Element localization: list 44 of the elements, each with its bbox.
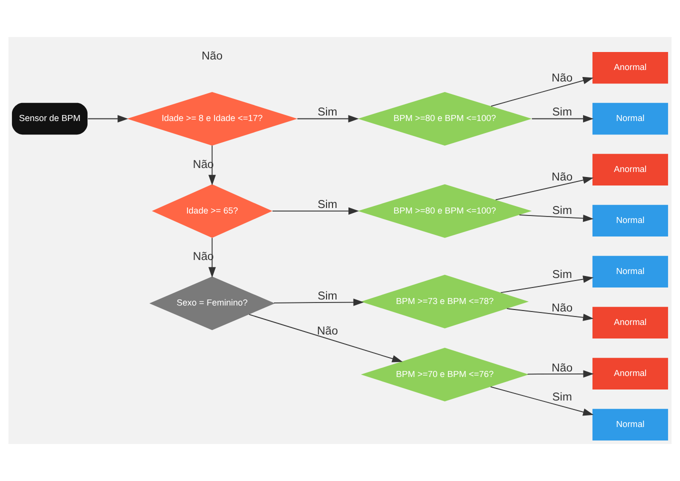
edge-label: Sim (552, 205, 572, 218)
edge-label: Sim (318, 290, 338, 302)
node-box: Anormal (592, 154, 668, 186)
arrow (500, 276, 594, 294)
node-diamond: BPM >=80 e BPM <=100? (358, 184, 532, 238)
node-box: Normal (592, 256, 668, 288)
edge-label: Sim (552, 269, 572, 282)
edge-label: Não (552, 72, 573, 84)
edge-label: Não (552, 172, 573, 184)
arrow (208, 237, 216, 278)
arrow (495, 176, 594, 200)
node-box: Normal (592, 204, 668, 237)
label: Não (202, 50, 223, 62)
arrow (518, 214, 594, 222)
arrow (506, 308, 594, 322)
edge-label: Não (552, 362, 573, 374)
node-box: Anormal (592, 52, 668, 84)
node-diamond: BPM >=70 e BPM <=76? (360, 348, 529, 402)
arrow (527, 370, 594, 378)
node-box: Sensor de BPM (12, 102, 88, 135)
node-box: Normal (592, 102, 668, 135)
arrow (208, 145, 216, 186)
arrow (531, 115, 594, 122)
node-box: Anormal (592, 306, 668, 339)
arrow (490, 77, 594, 107)
node-diamond: Idade >= 65? (152, 184, 272, 238)
arrow (87, 115, 128, 122)
edge-label: Não (317, 325, 338, 338)
arrow (296, 115, 359, 122)
edge-label: Não (552, 302, 573, 315)
node-diamond: Idade >= 8 e Idade <=17? (126, 92, 298, 146)
node-box: Normal (592, 408, 668, 440)
arrow (490, 386, 594, 416)
arrow (248, 314, 403, 362)
node-diamond: BPM >=80 e BPM <=100? (358, 92, 532, 146)
edge-label: Sim (552, 106, 572, 119)
edge-label: Sim (552, 391, 572, 404)
edge-label: Sim (318, 198, 338, 211)
node-box: Anormal (592, 358, 668, 390)
node-diamond: Sexo = Feminino? (149, 276, 275, 330)
edge-label: Sim (318, 106, 338, 119)
arrow (272, 207, 359, 215)
node-diamond: BPM >=73 e BPM <=78? (360, 274, 529, 328)
arrow (274, 298, 364, 306)
